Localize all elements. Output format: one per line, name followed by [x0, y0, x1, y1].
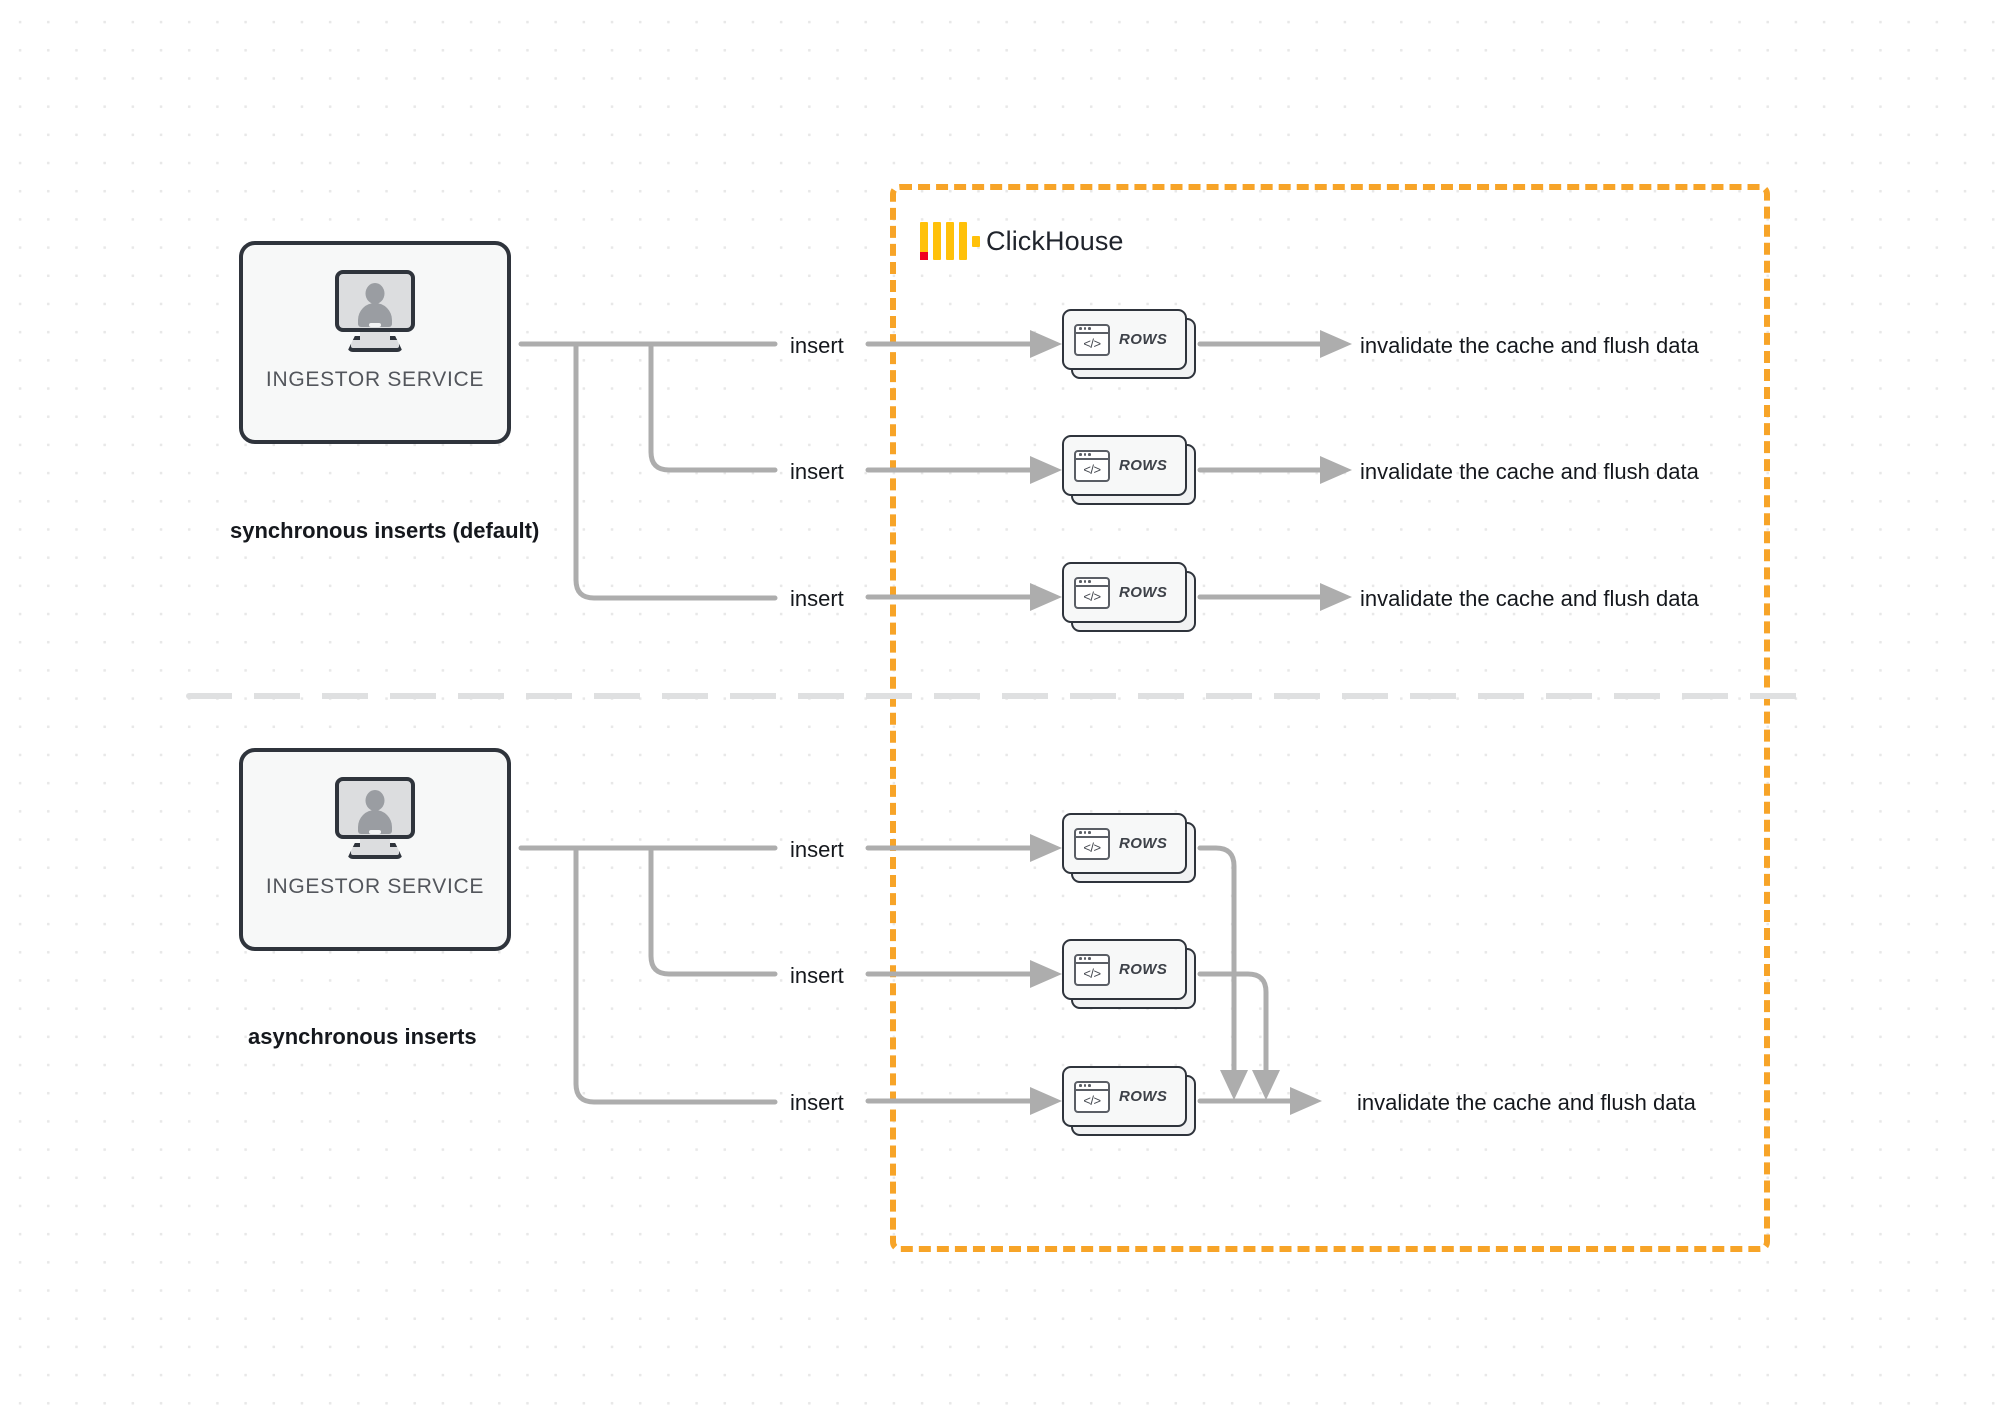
- window-dot: [1079, 831, 1082, 834]
- rows-card-async-2[interactable]: </> ROWS: [1062, 939, 1196, 1009]
- logo-red-square: [920, 252, 928, 260]
- rows-card-front: </> ROWS: [1062, 562, 1187, 623]
- wire-sync-row2-trunk: [648, 341, 778, 473]
- code-glyph: </>: [1083, 840, 1101, 855]
- window-dot: [1088, 327, 1091, 330]
- rows-card-async-3[interactable]: </> ROWS: [1062, 1066, 1196, 1136]
- code-window-icon: </>: [1074, 323, 1110, 356]
- clickhouse-logo: [920, 222, 980, 260]
- monitor-neck: [360, 837, 390, 849]
- clickhouse-title: ClickHouse: [986, 225, 1124, 256]
- monitor-user-icon: [329, 270, 421, 352]
- rows-card-sync-2[interactable]: </> ROWS: [1062, 435, 1196, 505]
- rows-card-front: </> ROWS: [1062, 309, 1187, 370]
- wire-async-row3-trunk: [573, 845, 778, 1105]
- ingestor-service-async[interactable]: INGESTOR SERVICE: [239, 748, 511, 951]
- window-titlebar: [1076, 326, 1108, 334]
- section-divider: [186, 693, 1818, 699]
- window-dot: [1088, 453, 1091, 456]
- window-dot: [1079, 1084, 1082, 1087]
- result-label-sync-2: invalidate the cache and flush data: [1360, 459, 1699, 484]
- rows-card-front: </> ROWS: [1062, 813, 1187, 874]
- clickhouse-boundary: [890, 184, 1770, 1252]
- insert-label-sync-1: insert: [790, 333, 844, 358]
- user-head: [365, 283, 385, 304]
- result-label-sync-3: invalidate the cache and flush data: [1360, 586, 1699, 611]
- window-titlebar: [1076, 830, 1108, 838]
- window-dot: [1083, 327, 1087, 330]
- window-dot: [1079, 453, 1082, 456]
- monitor-notch: [369, 830, 381, 834]
- rows-card-label: ROWS: [1119, 961, 1168, 978]
- rows-card-label: ROWS: [1119, 1088, 1168, 1105]
- window-dot: [1079, 957, 1082, 960]
- code-glyph: </>: [1083, 336, 1101, 351]
- code-glyph: </>: [1083, 966, 1101, 981]
- code-window-icon: </>: [1074, 449, 1110, 482]
- window-dot: [1083, 453, 1087, 456]
- ingestor-service-sync[interactable]: INGESTOR SERVICE: [239, 241, 511, 444]
- code-window-icon: </>: [1074, 1080, 1110, 1113]
- window-dot: [1083, 957, 1087, 960]
- window-dot: [1083, 580, 1087, 583]
- rows-card-label: ROWS: [1119, 835, 1168, 852]
- window-dot: [1088, 1084, 1091, 1087]
- ingestor-service-label-async: INGESTOR SERVICE: [265, 875, 485, 898]
- insert-label-sync-3: insert: [790, 586, 844, 611]
- code-glyph: </>: [1083, 462, 1101, 477]
- caption-asynchronous-inserts: asynchronous inserts: [248, 1024, 477, 1049]
- logo-bar-4: [959, 222, 967, 260]
- logo-stub: [972, 236, 980, 247]
- monitor-screen: [335, 270, 415, 332]
- monitor-notch: [369, 323, 381, 327]
- code-glyph: </>: [1083, 589, 1101, 604]
- rows-card-sync-3[interactable]: </> ROWS: [1062, 562, 1196, 632]
- code-window-icon: </>: [1074, 827, 1110, 860]
- insert-label-async-2: insert: [790, 963, 844, 988]
- rows-card-async-1[interactable]: </> ROWS: [1062, 813, 1196, 883]
- window-dot: [1088, 580, 1091, 583]
- window-titlebar: [1076, 956, 1108, 964]
- ingestor-service-label-sync: INGESTOR SERVICE: [265, 368, 485, 391]
- wire-sync-row3-trunk: [573, 341, 778, 601]
- rows-card-front: </> ROWS: [1062, 1066, 1187, 1127]
- code-window-icon: </>: [1074, 953, 1110, 986]
- rows-card-front: </> ROWS: [1062, 435, 1187, 496]
- window-dot: [1079, 327, 1082, 330]
- clickhouse-brand: ClickHouse: [920, 222, 1124, 260]
- insert-label-async-1: insert: [790, 837, 844, 862]
- monitor-user-icon: [329, 777, 421, 859]
- window-dot: [1088, 957, 1091, 960]
- window-dot: [1083, 831, 1087, 834]
- window-dot: [1083, 1084, 1087, 1087]
- window-dot: [1088, 831, 1091, 834]
- user-head: [365, 790, 385, 811]
- code-glyph: </>: [1083, 1093, 1101, 1108]
- window-dot: [1079, 580, 1082, 583]
- rows-card-label: ROWS: [1119, 457, 1168, 474]
- insert-label-sync-2: insert: [790, 459, 844, 484]
- wire-async-row2-trunk: [648, 845, 778, 977]
- result-label-sync-1: invalidate the cache and flush data: [1360, 333, 1699, 358]
- result-label-async-merged: invalidate the cache and flush data: [1357, 1090, 1696, 1115]
- rows-card-sync-1[interactable]: </> ROWS: [1062, 309, 1196, 379]
- rows-card-front: </> ROWS: [1062, 939, 1187, 1000]
- window-titlebar: [1076, 579, 1108, 587]
- window-titlebar: [1076, 452, 1108, 460]
- logo-bar-2: [933, 222, 941, 260]
- insert-label-async-3: insert: [790, 1090, 844, 1115]
- monitor-screen: [335, 777, 415, 839]
- logo-bar-3: [946, 222, 954, 260]
- monitor-neck: [360, 330, 390, 342]
- rows-card-label: ROWS: [1119, 331, 1168, 348]
- rows-card-label: ROWS: [1119, 584, 1168, 601]
- caption-synchronous-inserts: synchronous inserts (default): [230, 518, 540, 543]
- logo-bar-1: [920, 222, 928, 260]
- code-window-icon: </>: [1074, 576, 1110, 609]
- window-titlebar: [1076, 1083, 1108, 1091]
